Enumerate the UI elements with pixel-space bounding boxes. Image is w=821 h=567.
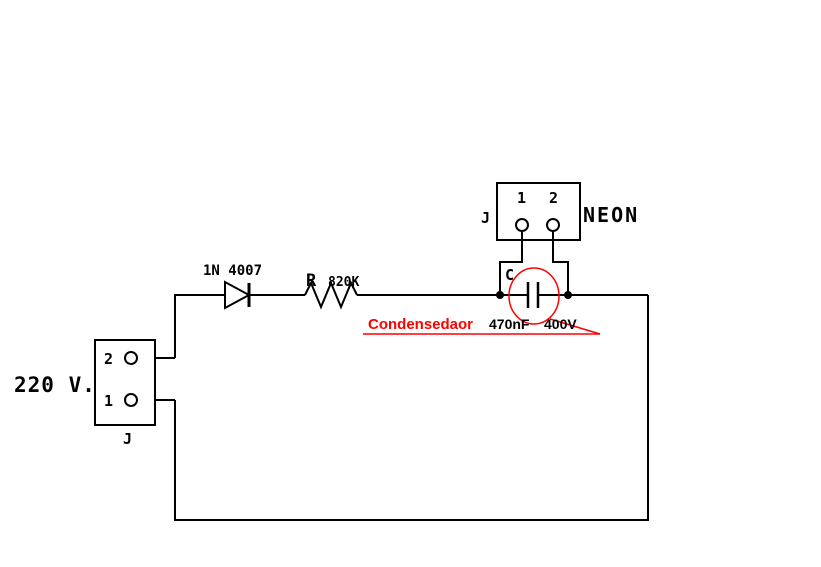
- neon-pin2-terminal-icon: [546, 218, 560, 232]
- diode-triangle-icon: [224, 280, 252, 310]
- resistor: R 820K: [304, 271, 359, 310]
- capacitor-voltage-rating: 400V: [544, 316, 577, 332]
- source-pin2-terminal-icon: [124, 351, 138, 365]
- capacitor-symbol: C: [505, 266, 514, 284]
- source-pin1-terminal-icon: [124, 393, 138, 407]
- neon-pin1-terminal-icon: [515, 218, 529, 232]
- wire-right-bottom-return: [174, 295, 649, 521]
- diode-part-number: 1N 4007: [203, 263, 262, 279]
- neon-device-label: NEON: [583, 203, 639, 227]
- diode: 1N 4007: [203, 263, 262, 310]
- annotation-pointer-line-icon: [549, 318, 601, 335]
- source-connector: 2 1 J 220 V.: [14, 339, 156, 448]
- source-pin1-number: 1: [104, 392, 113, 410]
- source-voltage-label: 220 V.: [14, 373, 96, 397]
- resistor-value: 820K: [328, 275, 359, 290]
- wire-top-left: [174, 294, 225, 358]
- source-pin2-number: 2: [104, 350, 113, 368]
- capacitor-highlight-ellipse-icon: [508, 267, 560, 325]
- capacitor-annotation: Condensedaor 470nF 400V: [363, 267, 601, 335]
- neon-pin2-number: 2: [549, 189, 558, 207]
- neon-connector-label: J: [481, 209, 490, 227]
- neon-drop-wire-right: [552, 231, 569, 295]
- source-connector-box: [94, 339, 156, 426]
- neon-connector: 1 2 J NEON: [481, 182, 639, 295]
- neon-drop-wire-left: [499, 231, 523, 295]
- source-connector-label: J: [123, 430, 132, 448]
- resistor-symbol: R: [306, 271, 317, 291]
- resistor-zigzag-icon: [304, 280, 358, 310]
- capacitor-annotation-label: Condensedaor: [368, 316, 473, 333]
- capacitor-capacitance-value: 470nF: [489, 316, 530, 332]
- neon-pin1-number: 1: [517, 189, 526, 207]
- capacitor: C: [505, 266, 540, 308]
- neon-connector-box: [496, 182, 581, 241]
